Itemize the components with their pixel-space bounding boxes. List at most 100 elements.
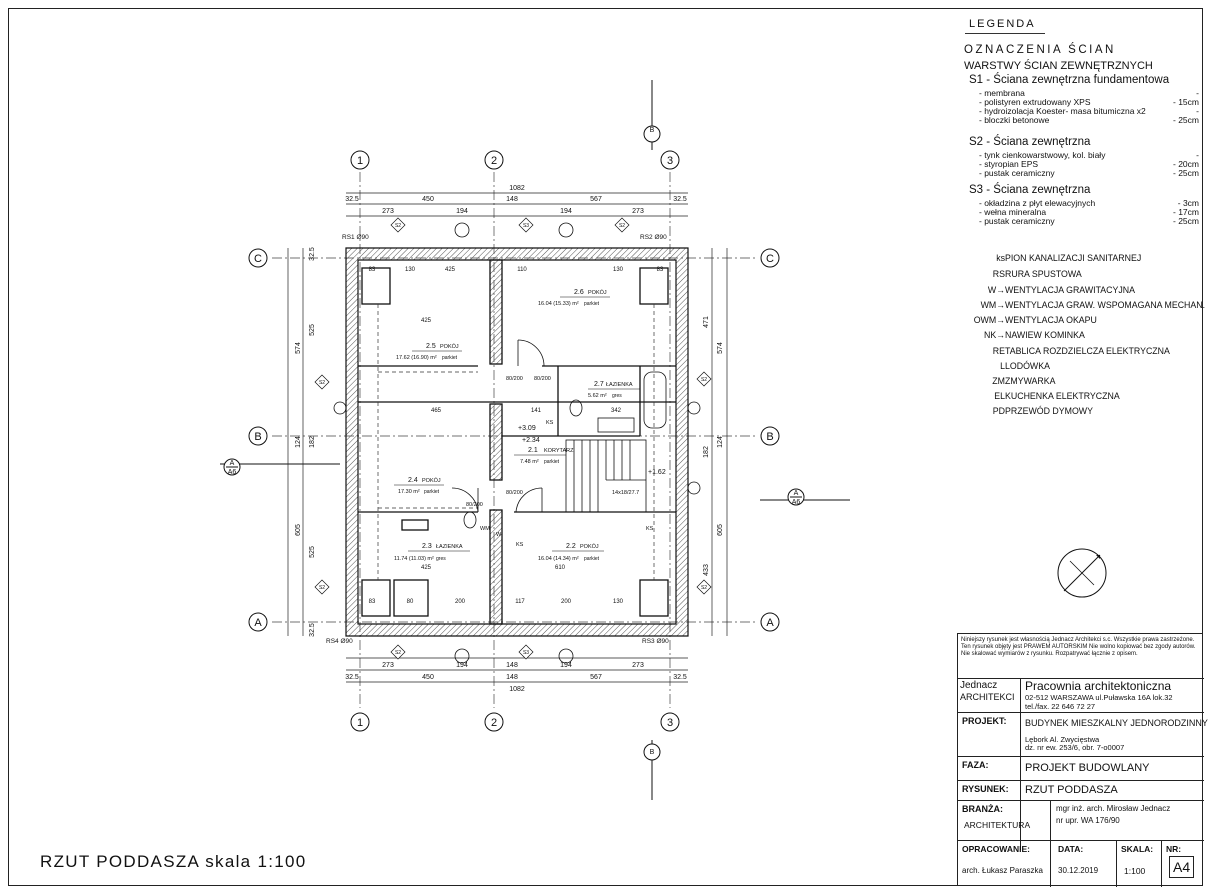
dim-text: 273 (632, 208, 644, 215)
dim-interior: 342 (611, 408, 622, 414)
level-mark: +2.34 (522, 437, 540, 444)
section-ref-label: A6 (228, 469, 237, 476)
wall-layer: - bloczki betonowe- 25cm (979, 115, 1199, 125)
outer-walls (345, 247, 689, 637)
dim-text: 32.5 (345, 674, 359, 681)
grid-label-row: B (254, 431, 261, 443)
wall-layers-subheading: WARSTWY ŚCIAN ZEWNĘTRZNYCH (964, 60, 1153, 72)
roof-window-marks (333, 222, 701, 664)
grid-label-col: 3 (667, 155, 673, 167)
wall-layer: - pustak ceramiczny- 25cm (979, 168, 1199, 178)
wall-tag: S2 (395, 650, 401, 656)
grid-bubbles-columns (350, 150, 680, 732)
rs-label: RS4 Ø90 (326, 638, 353, 645)
dim-text: 450 (422, 674, 434, 681)
wall-layer: - okładzina z płyt elewacyjnych- 3cm (979, 198, 1199, 208)
dim-interior: 425 (421, 318, 432, 324)
location-line-1: Lębork Al. Zwycięstwa (1025, 735, 1100, 744)
company-name: Pracownia architektoniczna (1025, 679, 1172, 693)
dim-text: 32.5 (673, 674, 687, 681)
dim-interior: 465 (431, 408, 442, 414)
room-area: 16.04 (15.33) m² (538, 301, 579, 307)
room-number: 2.2 (566, 543, 576, 550)
interior-walls (358, 259, 676, 625)
legend-title: LEGENDA (969, 18, 1036, 30)
grid-label-row: C (766, 253, 774, 265)
grid-label-col: 3 (667, 717, 673, 729)
room-area: 17.30 m² (398, 489, 420, 495)
wall-layer: - wełna mineralna- 17cm (979, 207, 1199, 217)
dim-interior: 425 (445, 267, 456, 273)
room-floor: parkiet (442, 355, 458, 361)
company-address: 02-512 WARSZAWA ul.Puławska 16A lok.32 (1025, 693, 1173, 702)
dim-interior: 83 (369, 599, 376, 605)
dim-interior: 130 (613, 267, 624, 273)
dim-interior: 141 (531, 408, 542, 414)
room-floor: parkiet (424, 489, 440, 495)
branza-value: ARCHITEKTURA (964, 820, 1031, 830)
dim-interior: 117 (515, 599, 525, 605)
room-name: POKÓJ (588, 289, 607, 296)
room-number: 2.3 (422, 543, 432, 550)
staircase (565, 439, 647, 513)
room-floor: parkiet (584, 301, 600, 307)
room-area: 16.04 (14.34) m² (538, 556, 579, 562)
dim-interior: 110 (517, 267, 527, 273)
floor-plan: 1 2 3 1 2 3 C B A C B A A A6 A A6 B B (220, 80, 850, 800)
room-floor: gres (436, 556, 446, 562)
opracowanie-value: arch. Łukasz Paraszka (962, 866, 1043, 875)
dim-text: 525 (309, 324, 316, 336)
level-mark: +1.62 (648, 469, 666, 476)
section-mark-label: A (794, 490, 799, 497)
room-name: POKÓJ (422, 477, 441, 484)
room-number: 2.7 (594, 381, 604, 388)
wall-tag: S2 (319, 585, 325, 591)
faza-value: PROJEKT BUDOWLANY (1025, 762, 1150, 774)
dim-text: 574 (295, 342, 302, 354)
room-number: 2.6 (574, 289, 584, 296)
w-mark: W (496, 532, 502, 538)
wall-tag: S2 (319, 380, 325, 386)
copyright-note: Niniejszy rysunek jest własnością Jednac… (961, 637, 1196, 658)
dim-text: 32.5 (673, 196, 687, 203)
dim-interior: 80 (407, 599, 414, 605)
data-label: DATA: (1058, 844, 1084, 854)
roof-slope-lines (377, 304, 655, 580)
door-size: 80/200 (466, 502, 483, 508)
section-mark-label: A (230, 460, 235, 467)
stair-size: 14x18/27.7 (612, 490, 639, 496)
nr-label: NR: (1166, 844, 1182, 854)
room-area: 11.74 (11.03) m² (394, 556, 434, 562)
dim-text: 32.5 (309, 623, 316, 637)
dim-interior: 130 (405, 267, 416, 273)
drawing-sheet-border (8, 8, 1203, 886)
dim-text: 124 (295, 436, 302, 448)
dim-text: 182 (309, 436, 316, 448)
dim-text: 605 (717, 524, 724, 536)
dim-text: 148 (506, 662, 518, 669)
rysunek-value: RZUT PODDASZA (1025, 784, 1118, 796)
dim-text: 471 (703, 316, 710, 328)
faza-label: FAZA: (962, 760, 989, 770)
wall-tag: S2 (701, 585, 707, 591)
dim-text: 124 (717, 436, 724, 448)
room-floor: gres (612, 393, 622, 399)
room-name: ŁAZIENKA (436, 544, 463, 550)
dim-text: 194 (560, 208, 572, 215)
wall-layer: - hydroizolacja Koester- masa bitumiczna… (979, 106, 1199, 116)
room-labels: 2.6 POKÓJ 16.04 (15.33) m² parkiet 2.5 P… (394, 289, 640, 562)
drawing-caption: RZUT PODDASZA skala 1:100 (40, 852, 307, 871)
grid-bubbles-rows (248, 248, 780, 632)
dim-text: 567 (590, 196, 602, 203)
dim-text: 567 (590, 674, 602, 681)
company-phone: tel./fax. 22 646 72 27 (1025, 702, 1096, 711)
room-number: 2.4 (408, 477, 418, 484)
skala-label: SKALA: (1121, 844, 1154, 854)
architect-license: nr upr. WA 176/90 (1056, 816, 1120, 825)
dim-text: 182 (703, 446, 710, 458)
grid-label-row: A (766, 617, 774, 629)
room-floor: parkiet (584, 556, 600, 562)
wall-tag-diamonds (314, 217, 712, 660)
dim-interior: 83 (369, 267, 376, 273)
dim-text: 273 (382, 662, 394, 669)
